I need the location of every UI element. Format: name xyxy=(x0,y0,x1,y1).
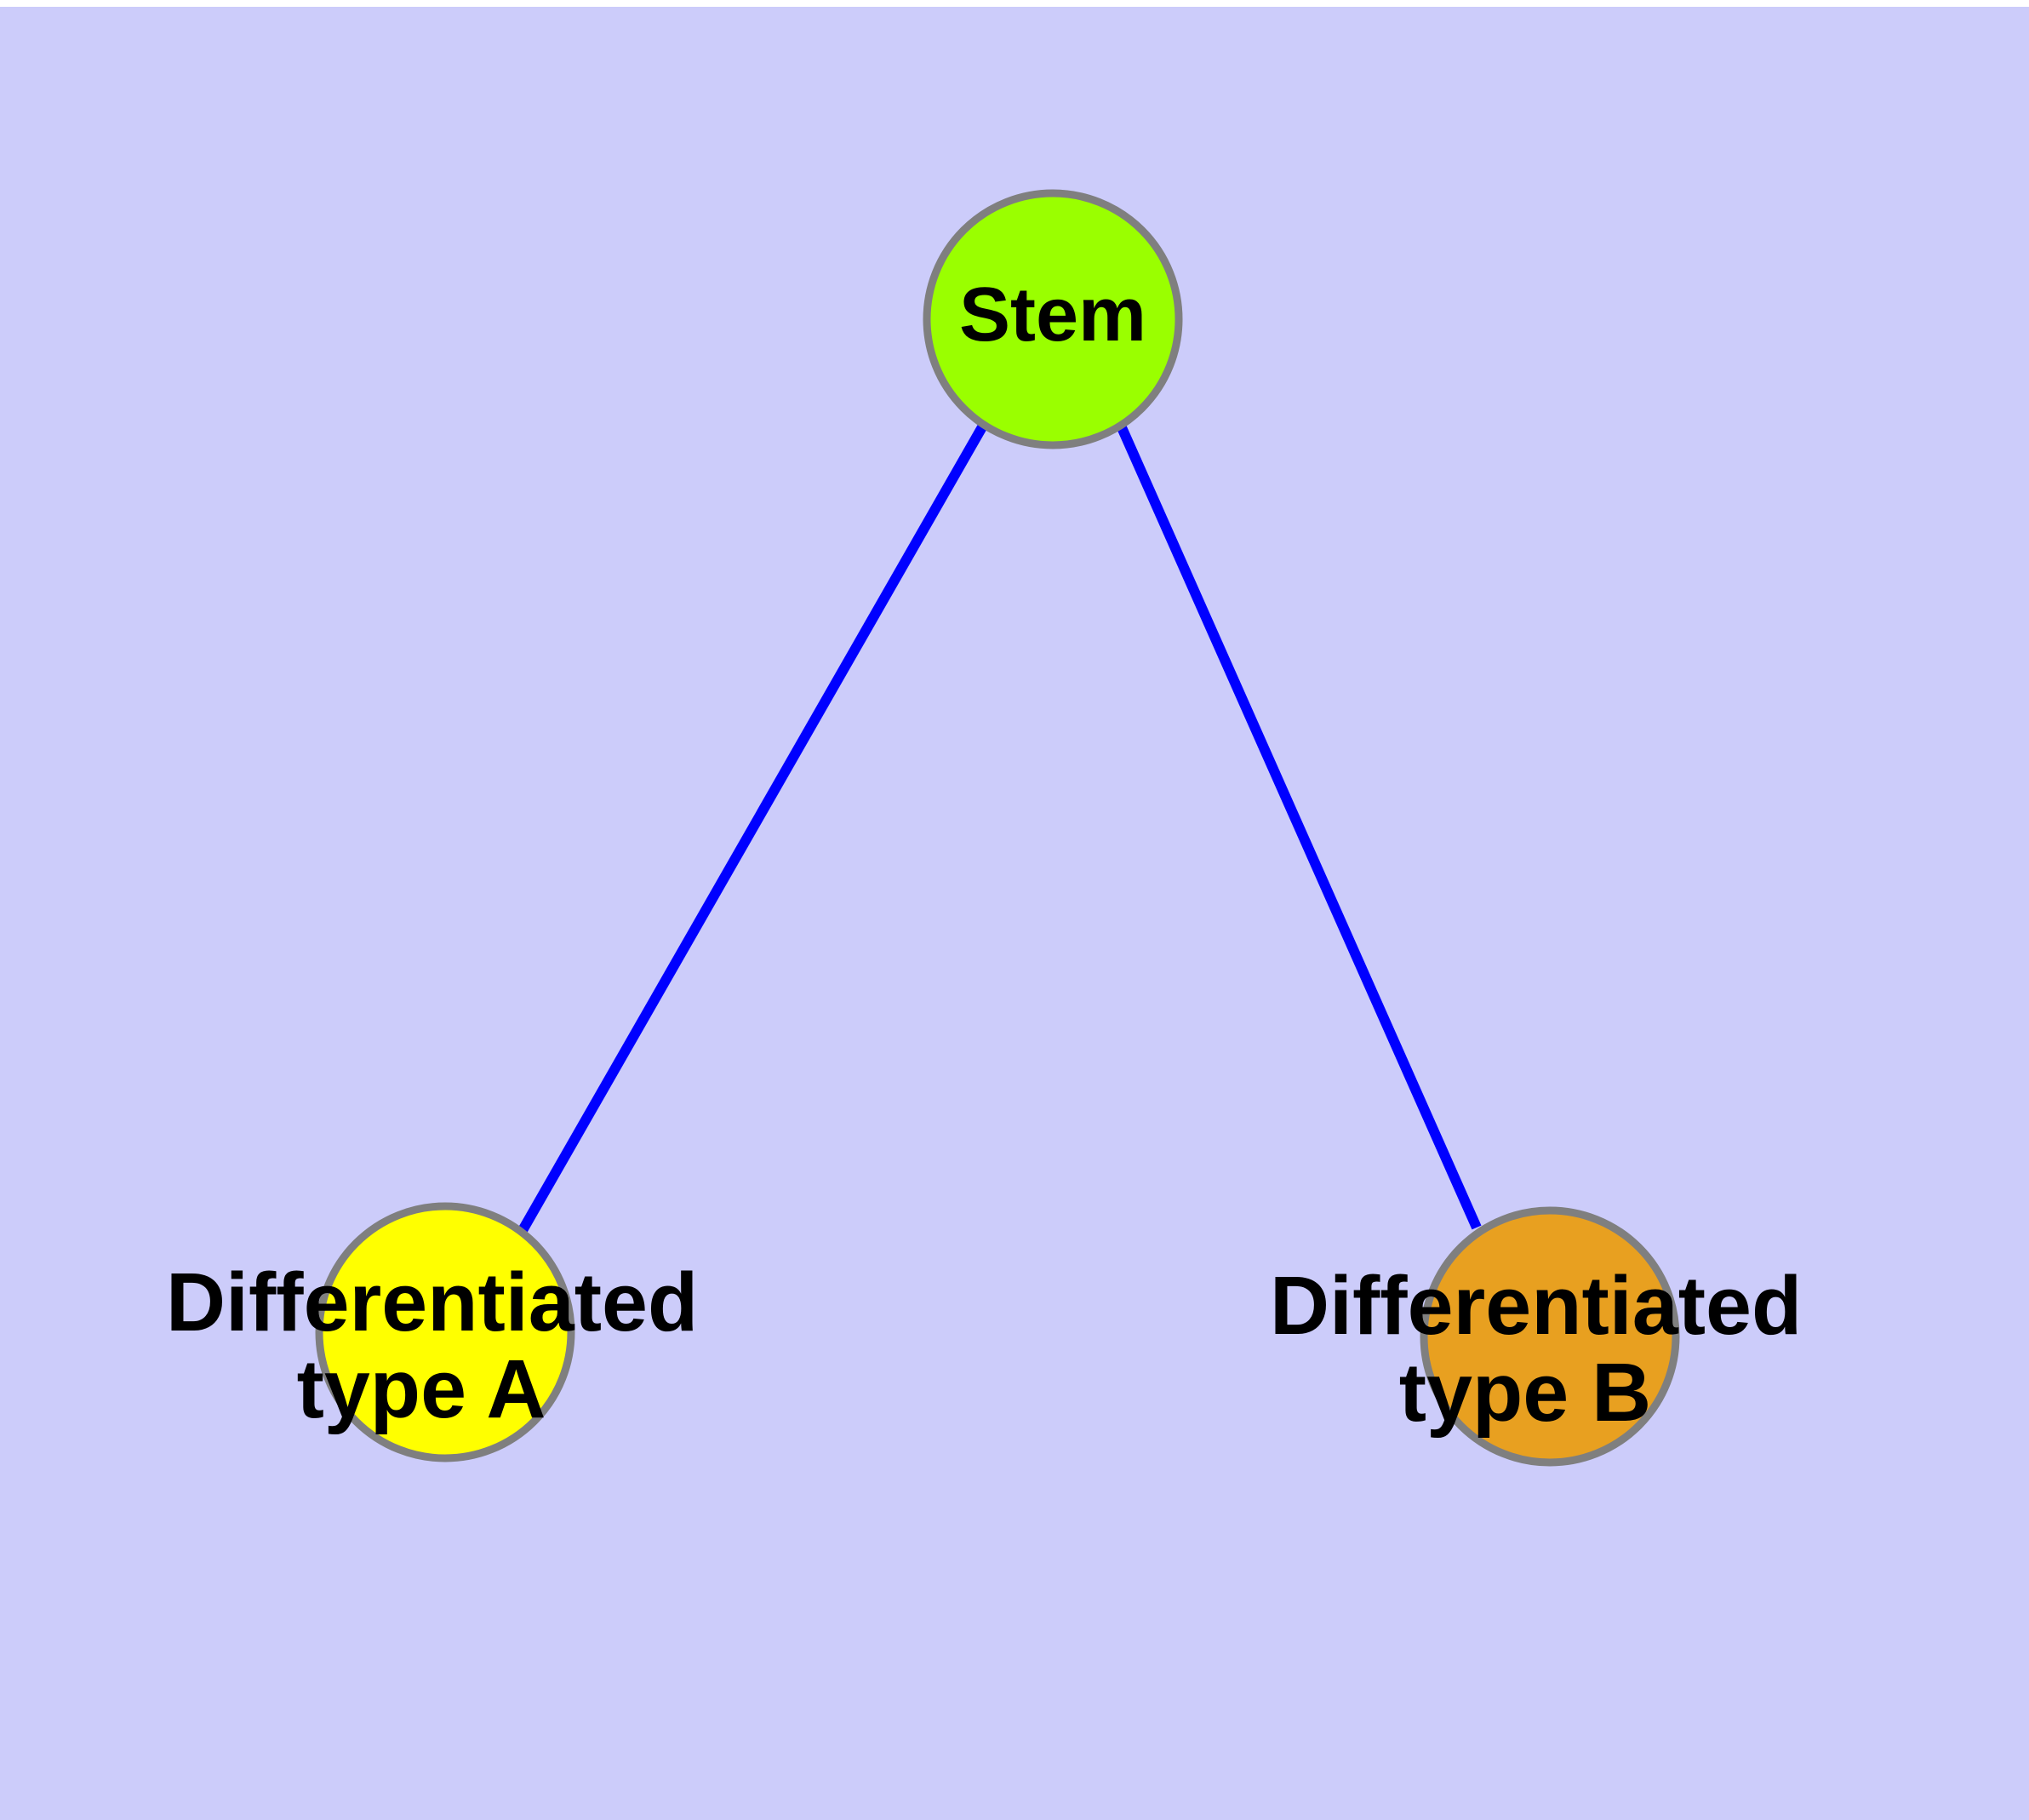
node-stem[interactable] xyxy=(923,189,1183,449)
node-group xyxy=(315,189,1680,1467)
node-differentiated-type-b[interactable] xyxy=(1420,1206,1680,1467)
edge-stem-to-differentiated-type-b[interactable] xyxy=(1116,423,1482,1230)
node-differentiated-type-a[interactable] xyxy=(315,1202,575,1462)
edge-stem-to-differentiated-type-a[interactable] xyxy=(517,423,988,1234)
edge-group xyxy=(517,423,1482,1234)
